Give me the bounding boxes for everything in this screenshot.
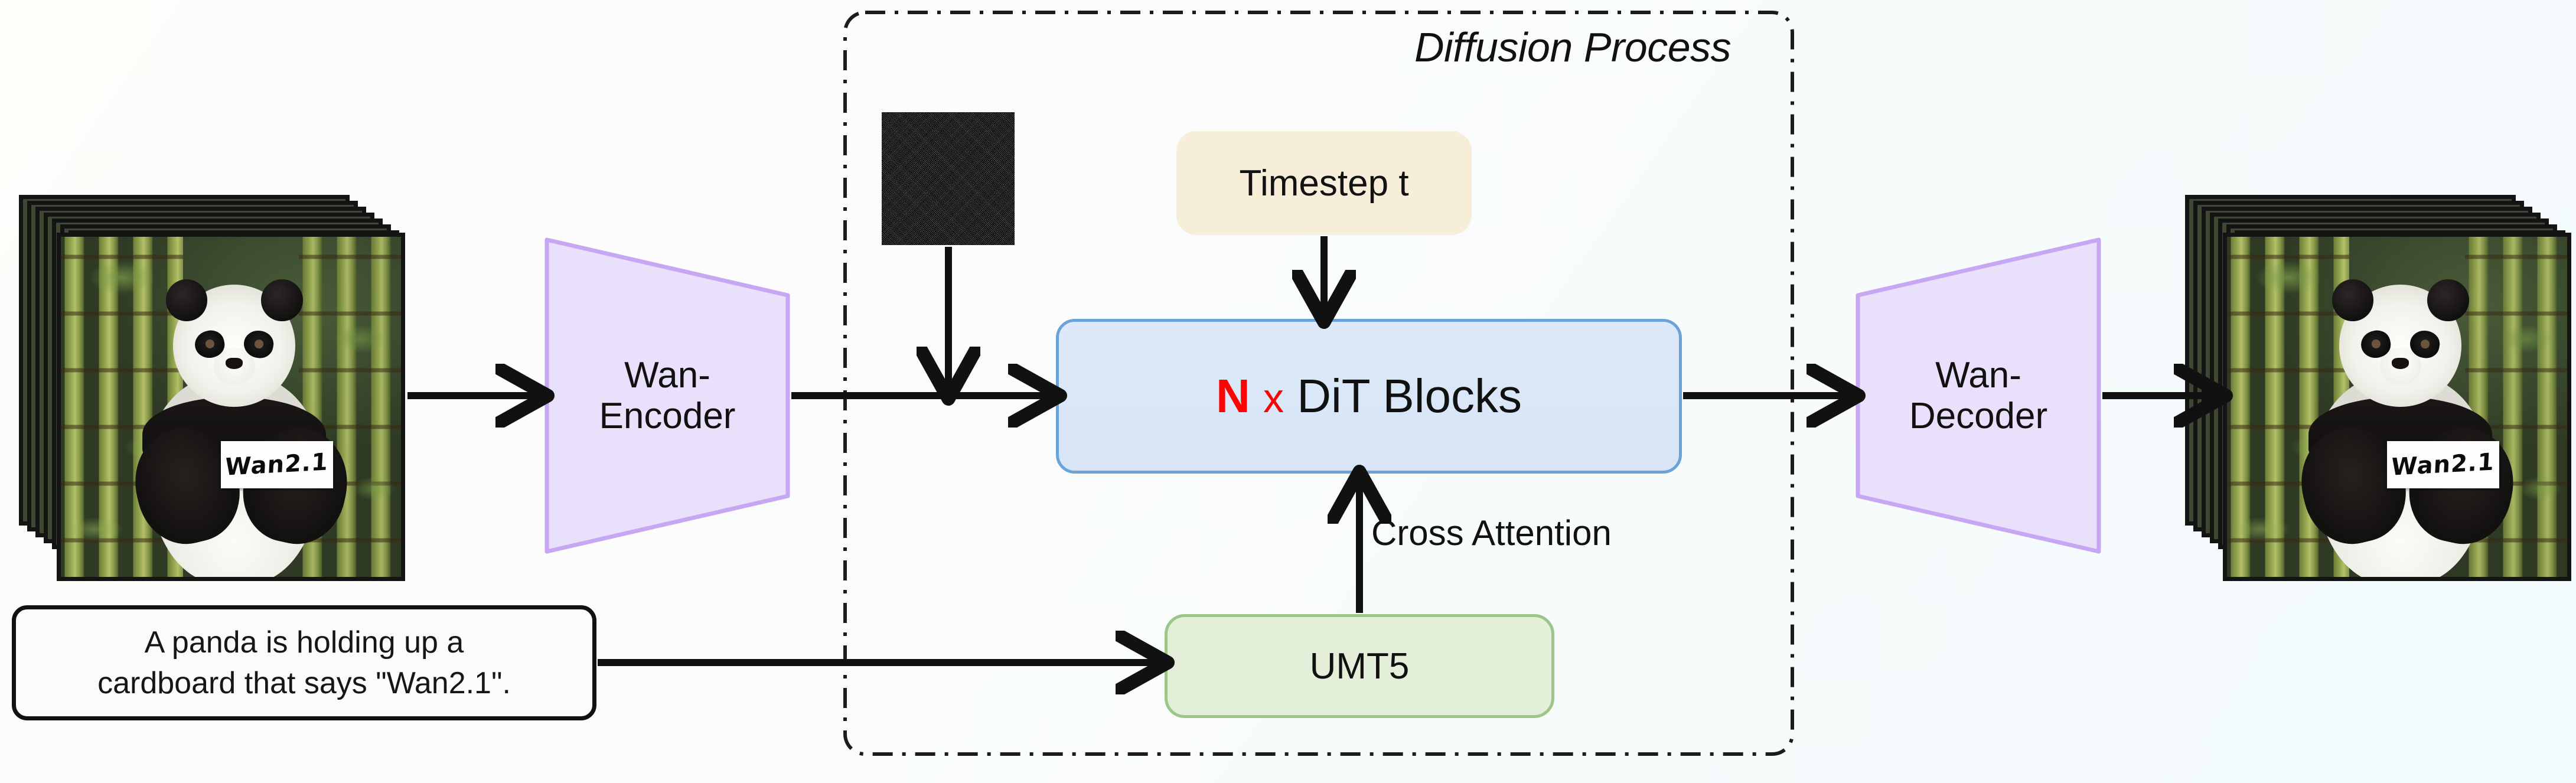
diffusion-process-label: Diffusion Process	[1414, 24, 1732, 70]
panda-illustration: Wan2.1	[61, 237, 401, 577]
wan-decoder-node[interactable]: Wan- Decoder	[1854, 236, 2102, 555]
cross-attention-label: Cross Attention	[1371, 513, 1612, 553]
timestep-label: Timestep t	[1239, 162, 1409, 204]
timestep-node[interactable]: Timestep t	[1176, 131, 1472, 235]
umt5-node[interactable]: UMT5	[1165, 614, 1554, 718]
cardboard-sign: Wan2.1	[220, 441, 333, 489]
prompt-text-box[interactable]: A panda is holding up a cardboard that s…	[12, 605, 596, 720]
sign-text: Wan2.1	[224, 448, 330, 481]
output-video-frame-stack: Wan2.1	[2178, 195, 2571, 585]
prompt-text: A panda is holding up a cardboard that s…	[97, 622, 511, 703]
input-video-frame-stack: Wan2.1	[12, 195, 405, 585]
dit-blocks-text: DiT Blocks	[1297, 370, 1522, 422]
wan-encoder-node[interactable]: Wan- Encoder	[543, 236, 791, 555]
prompt-line-2: cardboard that says "Wan2.1".	[97, 665, 511, 700]
sign-text: Wan2.1	[2391, 448, 2496, 481]
umt5-label: UMT5	[1309, 645, 1410, 687]
panda-illustration: Wan2.1	[2227, 237, 2567, 577]
dit-blocks-node[interactable]: N x DiT Blocks	[1056, 319, 1682, 474]
prompt-line-1: A panda is holding up a	[144, 625, 464, 660]
gaussian-noise-latent	[882, 112, 1015, 245]
dit-multiply-symbol: x	[1263, 375, 1284, 421]
dit-blocks-label: N x DiT Blocks	[1216, 369, 1522, 423]
dit-n-symbol: N	[1215, 370, 1250, 422]
cardboard-sign: Wan2.1	[2386, 441, 2499, 489]
